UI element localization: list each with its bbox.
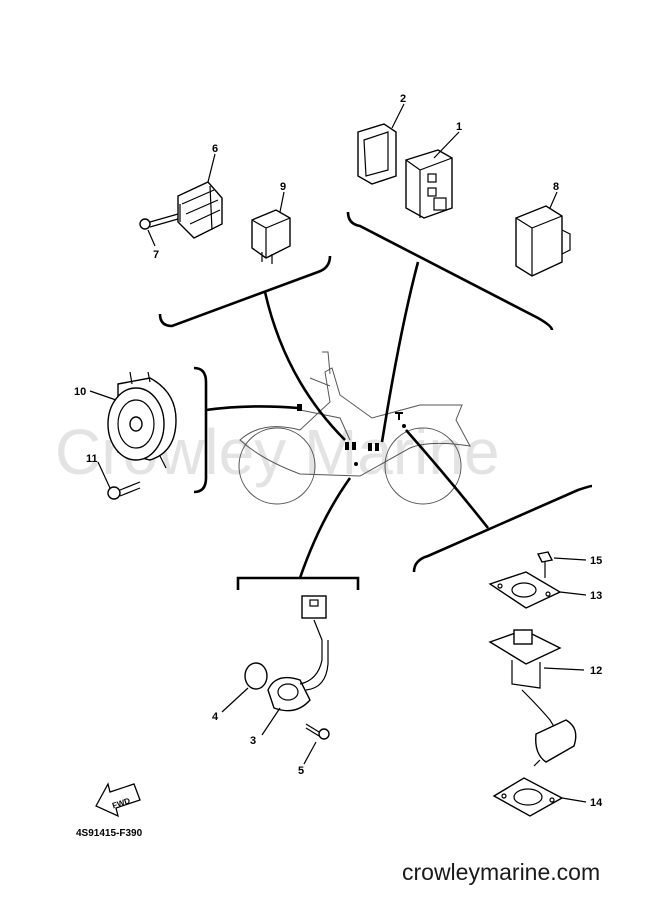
- bracket-top-right: [346, 211, 554, 443]
- callout-leaders: [89, 103, 587, 803]
- part-14-gasket[interactable]: [492, 777, 564, 817]
- part-3-sensor[interactable]: [267, 595, 329, 712]
- part-15-bolt[interactable]: [536, 551, 554, 578]
- part-13-plate[interactable]: [488, 571, 562, 609]
- bracket-bottom-center: [236, 477, 360, 590]
- site-label: crowleymarine.com: [402, 859, 600, 885]
- callout-1: 1: [456, 121, 462, 133]
- callout-9: 9: [280, 181, 286, 193]
- callout-10: 10: [74, 386, 86, 398]
- callout-14: 14: [590, 797, 603, 809]
- part-8-module[interactable]: [515, 205, 571, 277]
- callout-6: 6: [212, 143, 218, 155]
- callout-12: 12: [590, 665, 602, 677]
- bracket-left: [193, 366, 299, 494]
- part-1-fuse-box[interactable]: [405, 149, 453, 219]
- part-7-bolt[interactable]: [139, 213, 179, 230]
- callout-11: 11: [86, 453, 98, 465]
- callout-4: 4: [212, 711, 219, 723]
- motorcycle-outline: [238, 351, 471, 505]
- callout-2: 2: [400, 93, 406, 105]
- part-4-o-ring[interactable]: [244, 662, 268, 690]
- part-2-cover[interactable]: [357, 123, 397, 185]
- part-10-horn[interactable]: [107, 371, 177, 469]
- diagram-code: 4S91415-F390: [76, 828, 143, 839]
- callout-8: 8: [553, 181, 559, 193]
- callout-15: 15: [590, 555, 602, 567]
- part-12-fuel-sender[interactable]: [488, 629, 577, 767]
- part-9-relay[interactable]: [251, 209, 291, 264]
- bracket-top-left: [158, 255, 346, 441]
- bracket-bottom-right: [405, 429, 593, 573]
- fwd-arrow-icon: FWD: [95, 782, 141, 818]
- part-6-rectifier[interactable]: [177, 181, 223, 239]
- part-11-bolt[interactable]: [107, 481, 141, 500]
- callout-5: 5: [298, 765, 304, 777]
- callout-13: 13: [590, 590, 602, 602]
- callout-3: 3: [250, 735, 256, 747]
- callout-7: 7: [153, 249, 159, 261]
- part-5-screw[interactable]: [305, 723, 330, 740]
